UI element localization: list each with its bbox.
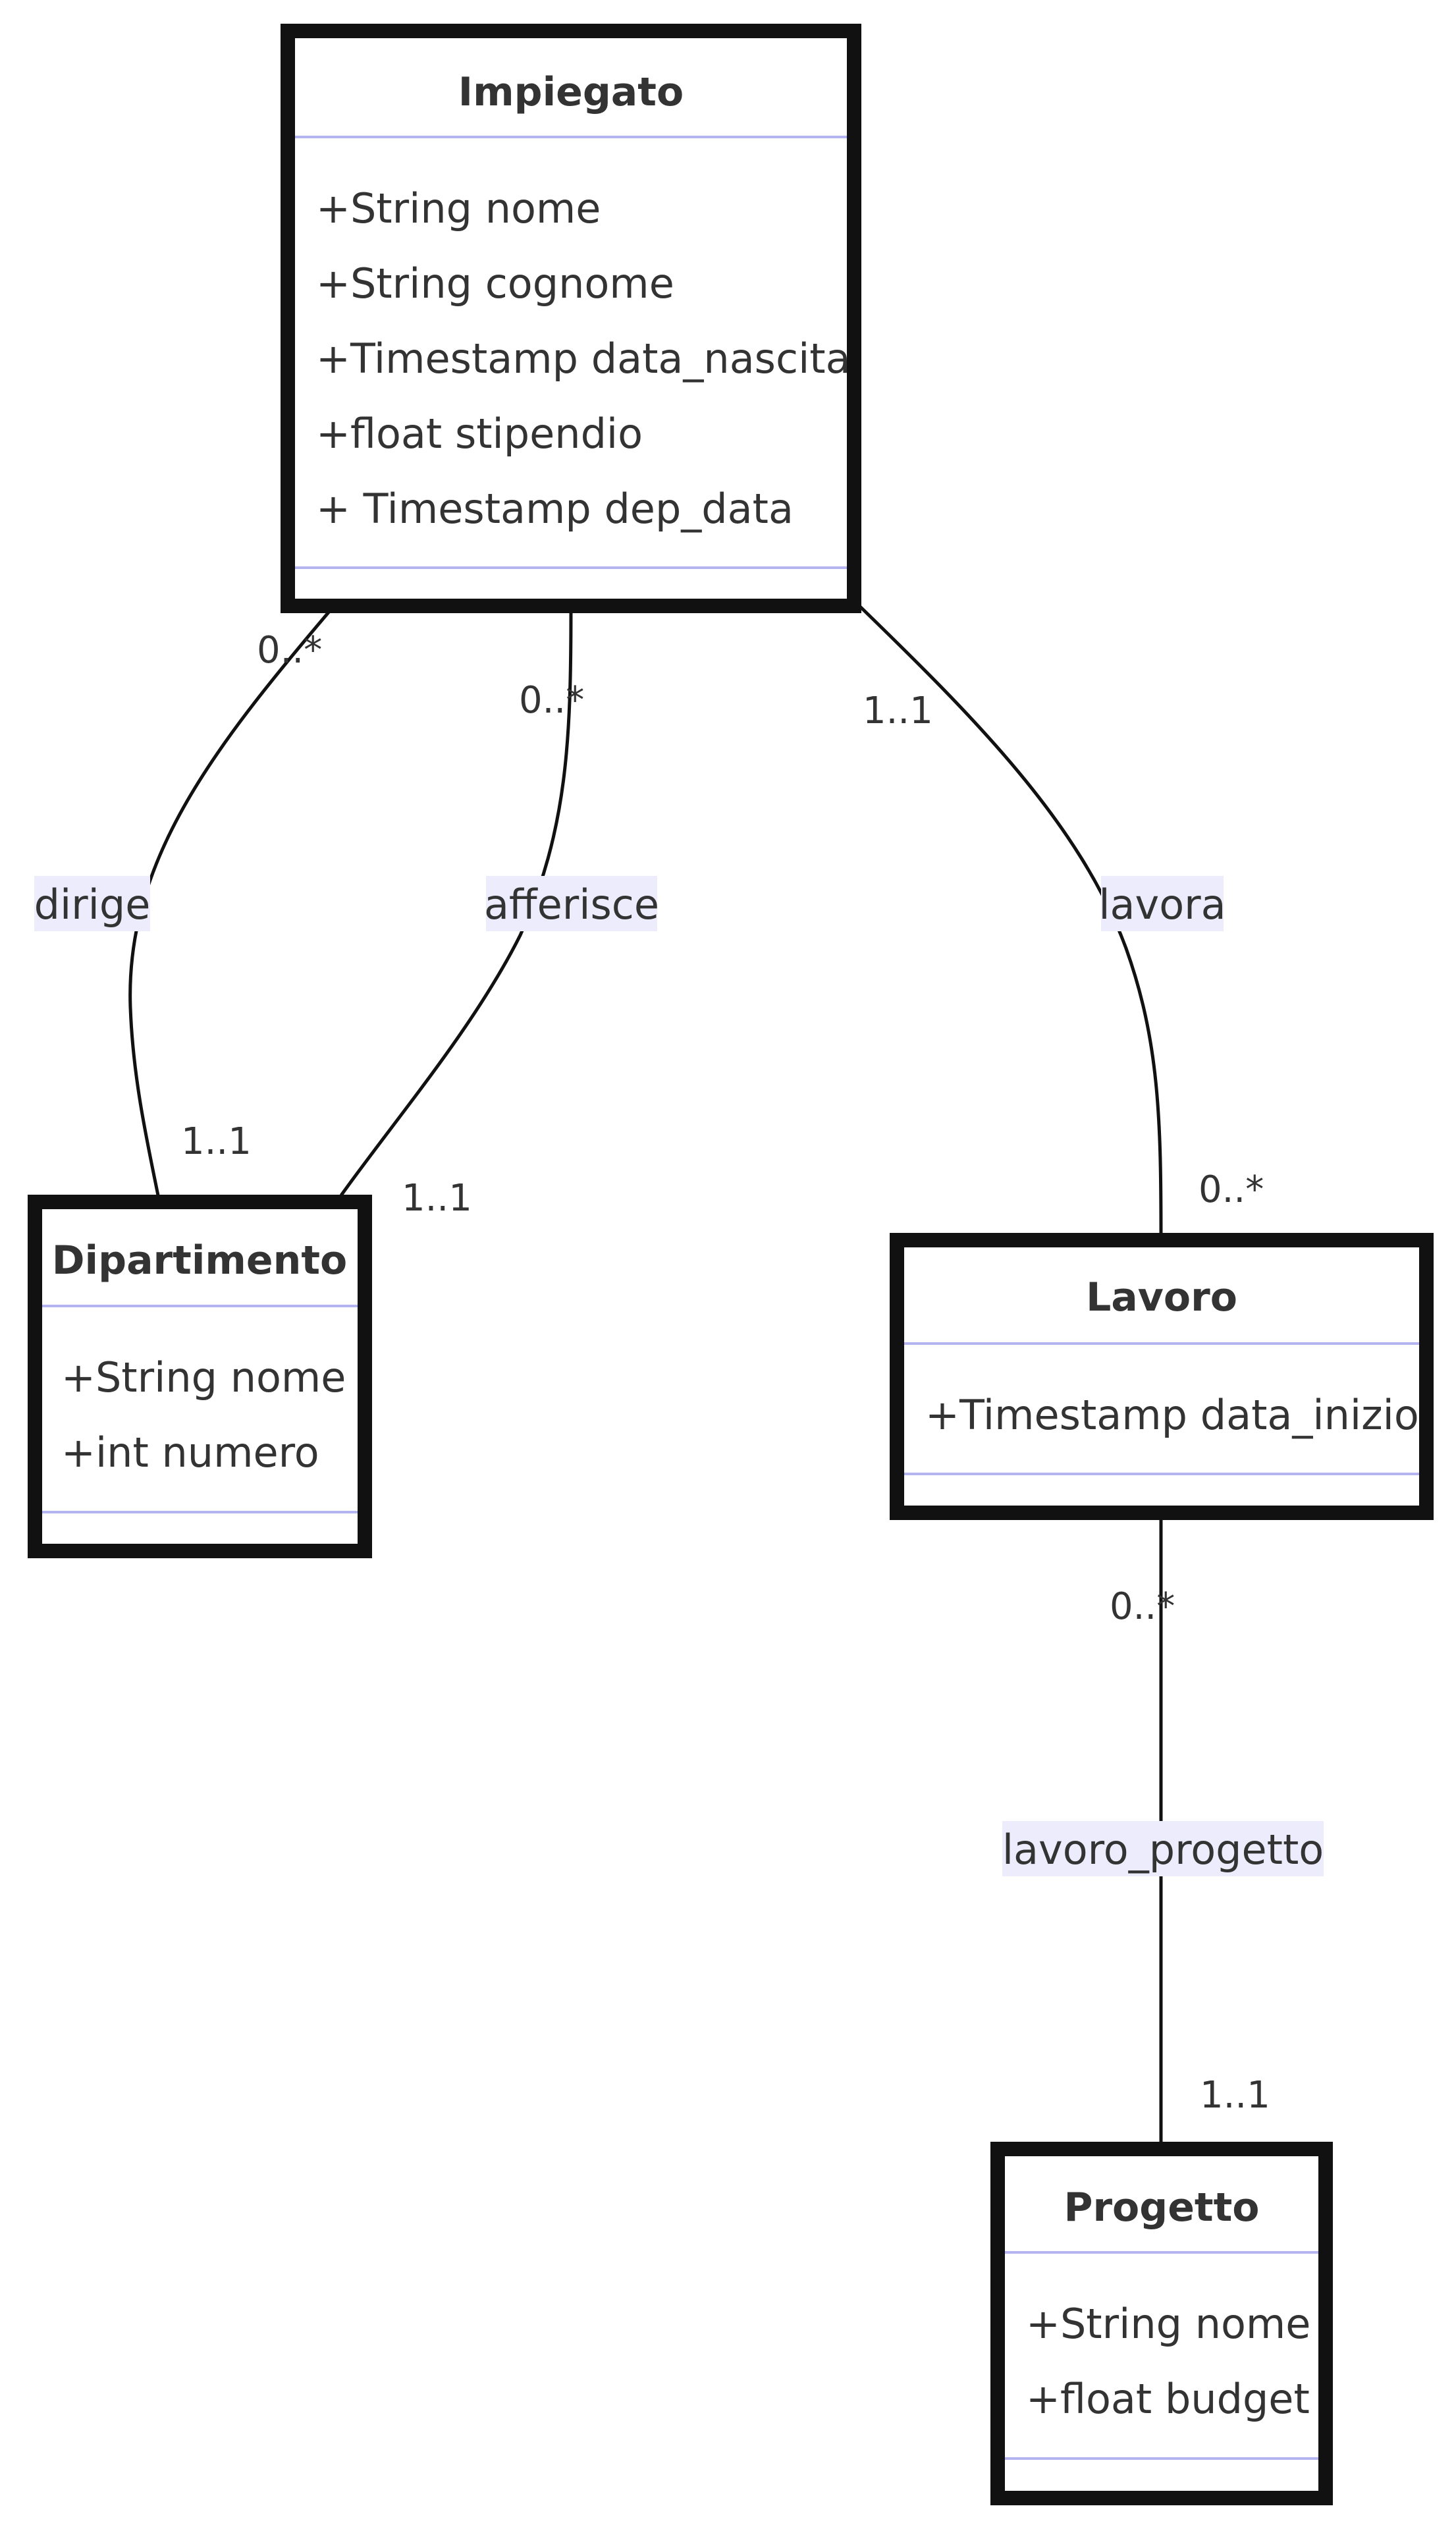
multiplicity-lavoro-progetto-progetto: 1..1 — [1200, 2074, 1270, 2117]
class-attribute: +int numero — [61, 1428, 319, 1477]
relation-lavora-label: lavora — [1098, 881, 1226, 929]
relation-lavoro-progetto-label: lavoro_progetto — [1002, 1826, 1324, 1874]
class-attribute: +float stipendio — [316, 410, 643, 458]
class-attribute: +String nome — [316, 184, 601, 232]
class-attribute: +float budget — [1026, 2375, 1310, 2423]
class-dipartimento: Dipartimento +String nome +int numero — [28, 1195, 372, 1558]
relation-dirige: dirige — [34, 876, 151, 931]
relation-afferisce-label: afferisce — [484, 881, 659, 929]
multiplicity-lavora-lavoro: 0..* — [1199, 1168, 1264, 1211]
multiplicity-lavora-impiegato: 1..1 — [863, 690, 933, 732]
class-attribute: +Timestamp data_nascita — [316, 335, 851, 383]
class-impiegato: Impiegato +String nome +String cognome +… — [281, 24, 861, 613]
multiplicity-lavoro-progetto-lavoro: 0..* — [1110, 1585, 1175, 1628]
class-attribute: +String nome — [1026, 2300, 1310, 2348]
relation-lavora-line — [858, 605, 1163, 1236]
multiplicity-afferisce-dipartimento: 1..1 — [402, 1177, 472, 1220]
relation-dirige-label: dirige — [34, 881, 151, 929]
class-lavoro-title: Lavoro — [1086, 1274, 1237, 1320]
class-lavoro: Lavoro +Timestamp data_inizio — [890, 1233, 1434, 1520]
class-attribute: +String cognome — [316, 259, 674, 308]
multiplicity-dirige-impiegato: 0..* — [257, 629, 322, 672]
relation-afferisce-line — [339, 609, 573, 1197]
class-attribute: +String nome — [61, 1353, 346, 1401]
multiplicity-afferisce-impiegato: 0..* — [519, 679, 584, 722]
class-progetto-title: Progetto — [1064, 2185, 1259, 2231]
class-attribute: +Timestamp data_inizio — [925, 1391, 1419, 1439]
relation-lavora: lavora — [1098, 876, 1226, 931]
class-dipartimento-title: Dipartimento — [52, 1237, 347, 1284]
relation-lavoro-progetto: lavoro_progetto — [1002, 1821, 1324, 1876]
relation-dirige-line — [128, 608, 333, 1196]
relation-afferisce: afferisce — [484, 876, 659, 931]
multiplicity-dirige-dipartimento: 1..1 — [181, 1120, 252, 1163]
class-progetto: Progetto +String nome +float budget — [990, 2142, 1333, 2505]
class-impiegato-title: Impiegato — [458, 69, 684, 115]
class-attribute: + Timestamp dep_data — [316, 485, 794, 533]
